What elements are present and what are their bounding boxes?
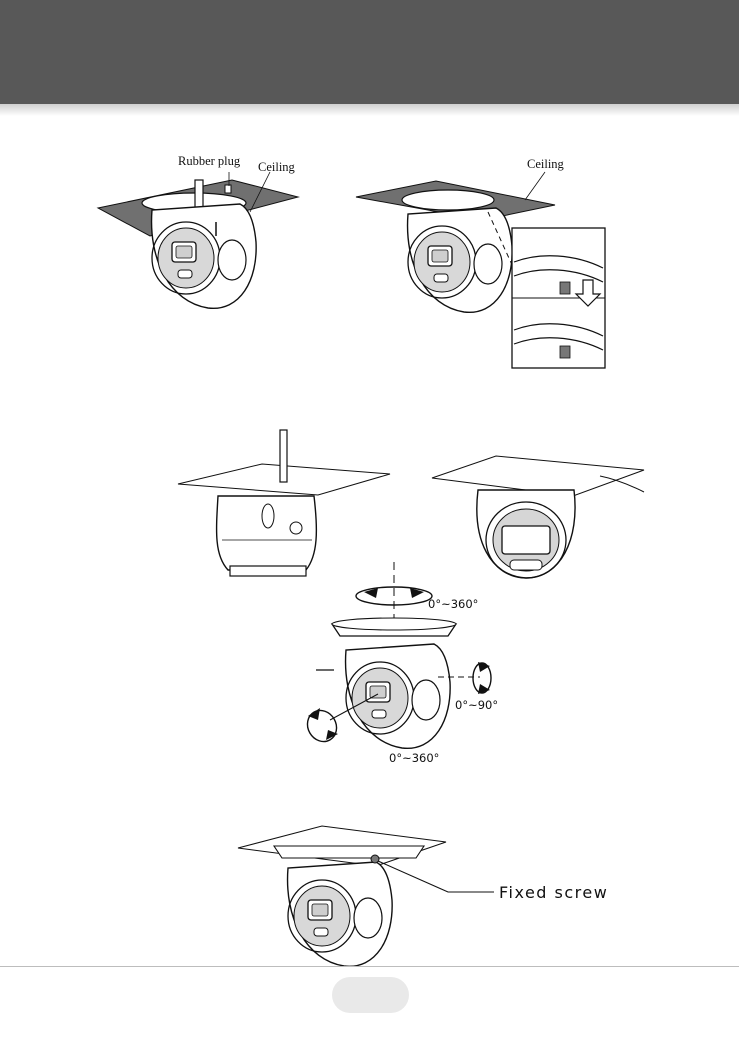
rotate-range-label: 0°~360° (389, 751, 439, 765)
page-number-badge (332, 977, 409, 1013)
camera-dome-1 (152, 204, 257, 308)
camera-dome-3 (346, 644, 451, 748)
tilt-range-label: 0°~90° (455, 698, 498, 712)
fixed-screw-icon (371, 855, 379, 863)
ceiling-label-left: Ceiling (258, 160, 295, 175)
camera-adjust-dome (332, 618, 456, 636)
pan-range-label: 0°~360° (428, 597, 478, 611)
rubber-plug-label: Rubber plug (178, 154, 240, 169)
ceiling-label-right: Ceiling (527, 157, 564, 172)
ceiling-plate-bottom (238, 826, 446, 866)
detail-inset (512, 228, 605, 368)
fixed-screw-label: Fixed screw (499, 883, 608, 902)
ceiling-plate-mid-left (178, 430, 390, 495)
camera-side-view (217, 496, 317, 576)
camera-dome-2 (408, 208, 513, 312)
camera-dome-4 (288, 862, 393, 966)
footer-rule (0, 966, 739, 967)
camera-front-view (477, 490, 575, 578)
